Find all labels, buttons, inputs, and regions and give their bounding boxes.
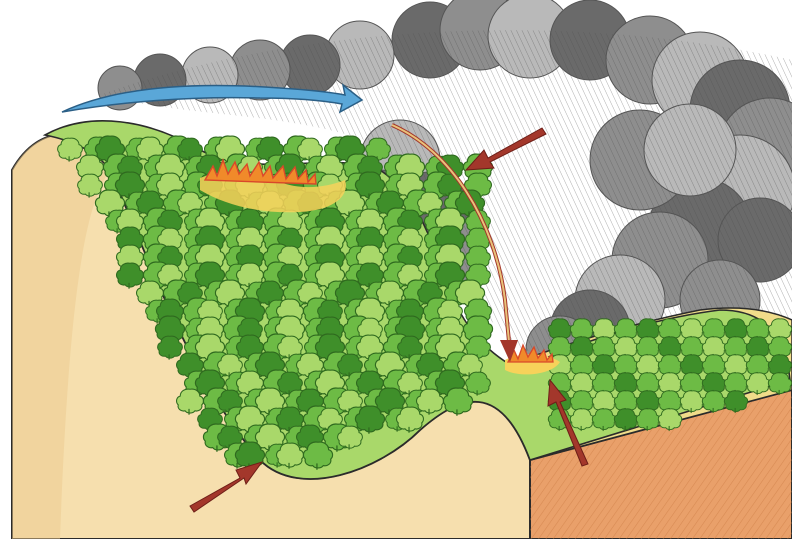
forest-fire-spotting-diagram (0, 0, 792, 539)
